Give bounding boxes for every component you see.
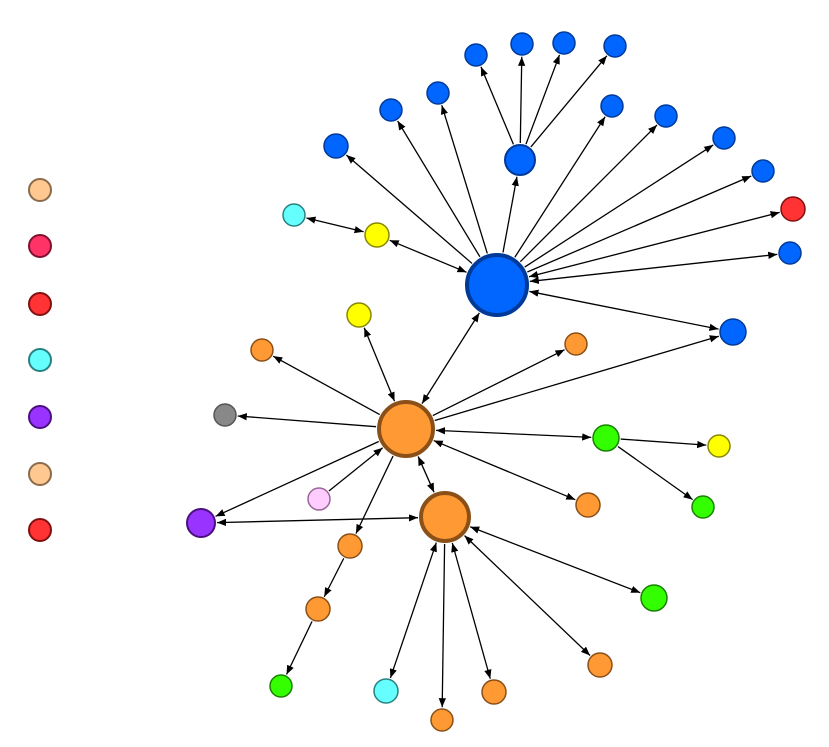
edge-B0-b9 bbox=[529, 251, 778, 285]
edge-y1-c1 bbox=[306, 216, 364, 234]
edge-B0-b11 bbox=[345, 154, 473, 264]
edge-p1-O1 bbox=[328, 447, 384, 492]
edge-B0-b6 bbox=[519, 124, 658, 263]
node-orange[interactable] bbox=[337, 533, 363, 559]
node-cyan[interactable] bbox=[282, 203, 306, 227]
node-cyan[interactable] bbox=[373, 678, 399, 704]
edge-B1-b1 bbox=[480, 66, 515, 145]
edge-O1-g0 bbox=[237, 413, 377, 428]
edge-B1-b2 bbox=[517, 56, 526, 144]
edge-B0-B1 bbox=[502, 176, 519, 253]
edge-O2-pu bbox=[216, 514, 419, 527]
edge-O1-y2 bbox=[363, 327, 396, 402]
node-orange[interactable] bbox=[430, 708, 454, 732]
legend bbox=[28, 178, 52, 542]
edge-gr1-gr2 bbox=[617, 446, 693, 501]
edge-B0-r1 bbox=[528, 211, 780, 279]
node-orange[interactable] bbox=[305, 596, 331, 622]
edge-O1-o4 bbox=[355, 455, 394, 534]
node-green[interactable] bbox=[592, 424, 620, 452]
node-orange[interactable] bbox=[250, 338, 274, 362]
node-green[interactable] bbox=[640, 584, 668, 612]
edge-B0-b13 bbox=[440, 104, 488, 254]
node-orange[interactable] bbox=[564, 332, 588, 356]
edges bbox=[215, 54, 780, 708]
edge-O1-O2 bbox=[417, 456, 435, 493]
edge-O2-gr4 bbox=[469, 526, 641, 594]
node-orange[interactable] bbox=[575, 492, 601, 518]
edge-o5-gr3 bbox=[285, 621, 313, 675]
node-blue[interactable] bbox=[504, 144, 536, 176]
node-blue[interactable] bbox=[379, 98, 403, 122]
edge-O1-o3 bbox=[433, 439, 576, 501]
nodes bbox=[186, 31, 806, 732]
legend-swatch bbox=[28, 405, 52, 429]
node-blue[interactable] bbox=[552, 31, 576, 55]
node-blue[interactable] bbox=[719, 318, 747, 346]
node-blue[interactable] bbox=[751, 159, 775, 183]
node-blue[interactable] bbox=[510, 32, 534, 56]
node-blue[interactable] bbox=[323, 133, 349, 159]
edge-O2-o8 bbox=[464, 535, 591, 656]
node-pink[interactable] bbox=[307, 487, 331, 511]
node-orange[interactable] bbox=[377, 400, 435, 458]
legend-swatch bbox=[28, 518, 52, 542]
edge-O1-o2 bbox=[432, 349, 565, 417]
edge-B0-b12 bbox=[397, 120, 481, 258]
legend-swatch bbox=[28, 178, 52, 202]
node-blue[interactable] bbox=[600, 94, 624, 118]
edge-O2-c2 bbox=[389, 542, 437, 679]
legend-swatch bbox=[28, 462, 52, 486]
edge-O1-B0 bbox=[421, 312, 480, 404]
node-orange[interactable] bbox=[419, 491, 471, 543]
node-orange[interactable] bbox=[587, 652, 613, 678]
node-green[interactable] bbox=[691, 495, 715, 519]
edge-O1-gr1 bbox=[435, 427, 592, 441]
node-blue[interactable] bbox=[426, 81, 450, 105]
edge-O1-o1 bbox=[272, 355, 381, 416]
node-gray[interactable] bbox=[213, 403, 237, 427]
edge-O2-o6 bbox=[438, 543, 446, 708]
legend-swatch bbox=[28, 292, 52, 316]
legend-swatch bbox=[28, 348, 52, 372]
edge-B0-b10 bbox=[529, 289, 719, 331]
edge-B1-b4 bbox=[530, 55, 608, 148]
node-purple[interactable] bbox=[186, 508, 216, 538]
node-yellow[interactable] bbox=[346, 302, 372, 328]
edge-O2-o7 bbox=[451, 542, 492, 679]
edge-B0-b8 bbox=[527, 175, 752, 273]
edge-o4-o5 bbox=[323, 557, 345, 598]
legend-swatch bbox=[28, 234, 52, 258]
edge-O1-pu bbox=[215, 440, 380, 517]
node-green[interactable] bbox=[269, 674, 293, 698]
edge-gr1-y3 bbox=[620, 438, 707, 449]
edge-B0-y1 bbox=[389, 239, 467, 273]
node-blue[interactable] bbox=[778, 241, 802, 265]
node-blue[interactable] bbox=[654, 104, 678, 128]
edge-O1-b10 bbox=[434, 335, 720, 422]
edge-B1-b3 bbox=[525, 54, 561, 145]
node-blue[interactable] bbox=[465, 253, 529, 317]
node-blue[interactable] bbox=[712, 126, 736, 150]
node-red[interactable] bbox=[780, 196, 806, 222]
node-blue[interactable] bbox=[464, 43, 488, 67]
node-yellow[interactable] bbox=[707, 434, 731, 458]
node-blue[interactable] bbox=[603, 34, 627, 58]
node-orange[interactable] bbox=[481, 679, 507, 705]
node-yellow[interactable] bbox=[364, 222, 390, 248]
